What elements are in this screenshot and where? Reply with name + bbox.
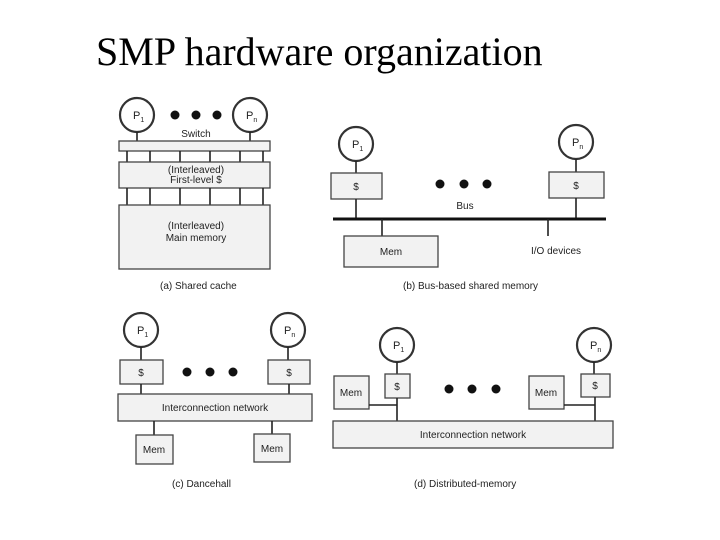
panel-dancehall: P1 Pn $ $ Interconnection network Mem Me… (117, 311, 313, 490)
caption-d: (d) Distributed-memory (414, 479, 516, 490)
cache-label-left: $ (138, 368, 144, 379)
ellipsis-dot (205, 367, 215, 377)
memory-box-left (135, 434, 174, 465)
cache-label-line2: First-level $ (170, 175, 222, 186)
ellipsis-dot (467, 384, 477, 394)
network-label: Interconnection network (162, 403, 269, 414)
processor-1-label: P1 (393, 340, 404, 354)
memory-label-right: Mem (261, 444, 283, 455)
panel-distributed-memory: P1 Pn Mem $ Mem $ Interconnection networ… (332, 326, 614, 490)
memory-label-line2: Main memory (166, 233, 227, 244)
memory-box-right (253, 433, 291, 463)
processor-n-label: Pn (572, 137, 583, 151)
processor-n-label: Pn (590, 340, 601, 354)
cache-box-right (548, 171, 605, 199)
memory-box (343, 235, 439, 268)
memory-label-line1: (Interleaved) (168, 221, 224, 232)
interconnection-network-box (117, 393, 313, 422)
cache-label-left: $ (353, 182, 359, 193)
cache-label-right: $ (286, 368, 292, 379)
caption-a: (a) Shared cache (160, 281, 237, 292)
memory-box-left (333, 375, 370, 410)
ellipsis-dot (459, 179, 469, 189)
io-devices-label: I/O devices (531, 246, 581, 257)
cache-box-right (267, 359, 311, 385)
processor-n-label: Pn (284, 325, 295, 339)
processor-1-label: P1 (137, 325, 148, 339)
network-label: Interconnection network (420, 430, 527, 441)
panel-bus-based: P1 Pn $ $ Bus Mem I/O devices (b) Bus-ba… (330, 123, 606, 292)
processor-1-label: P1 (352, 139, 363, 153)
memory-label-left: Mem (143, 445, 165, 456)
cache-label-right: $ (573, 181, 579, 192)
memory-label: Mem (380, 247, 402, 258)
ellipsis-dot (228, 367, 238, 377)
cache-label-right: $ (592, 381, 598, 392)
interconnection-network-box (332, 420, 614, 449)
page-title: SMP hardware organization (96, 29, 543, 74)
memory-label-left: Mem (340, 388, 362, 399)
panel-shared-cache: P1 Pn Switch (Interleaved) First-level $… (118, 96, 271, 292)
memory-label-right: Mem (535, 388, 557, 399)
ellipsis-dot (435, 179, 445, 189)
switch-box (118, 140, 271, 152)
cache-label-line1: (Interleaved) (168, 165, 224, 176)
bus-label: Bus (456, 201, 473, 212)
ellipsis-dot (170, 110, 180, 120)
ellipsis-dot (482, 179, 492, 189)
ellipsis-dot (191, 110, 201, 120)
ellipsis-dot (212, 110, 222, 120)
main-memory-box (118, 204, 271, 270)
cache-label-left: $ (394, 382, 400, 393)
memory-box-right (528, 375, 565, 410)
processor-n-label: Pn (246, 110, 257, 124)
caption-c: (c) Dancehall (172, 479, 231, 490)
cache-box-left (119, 359, 164, 385)
switch-label: Switch (181, 129, 210, 140)
processor-1-label: P1 (133, 110, 144, 124)
first-level-cache-box (118, 161, 271, 189)
ellipsis-dot (491, 384, 501, 394)
caption-b: (b) Bus-based shared memory (403, 281, 538, 292)
ellipsis-dot (444, 384, 454, 394)
ellipsis-dot (182, 367, 192, 377)
